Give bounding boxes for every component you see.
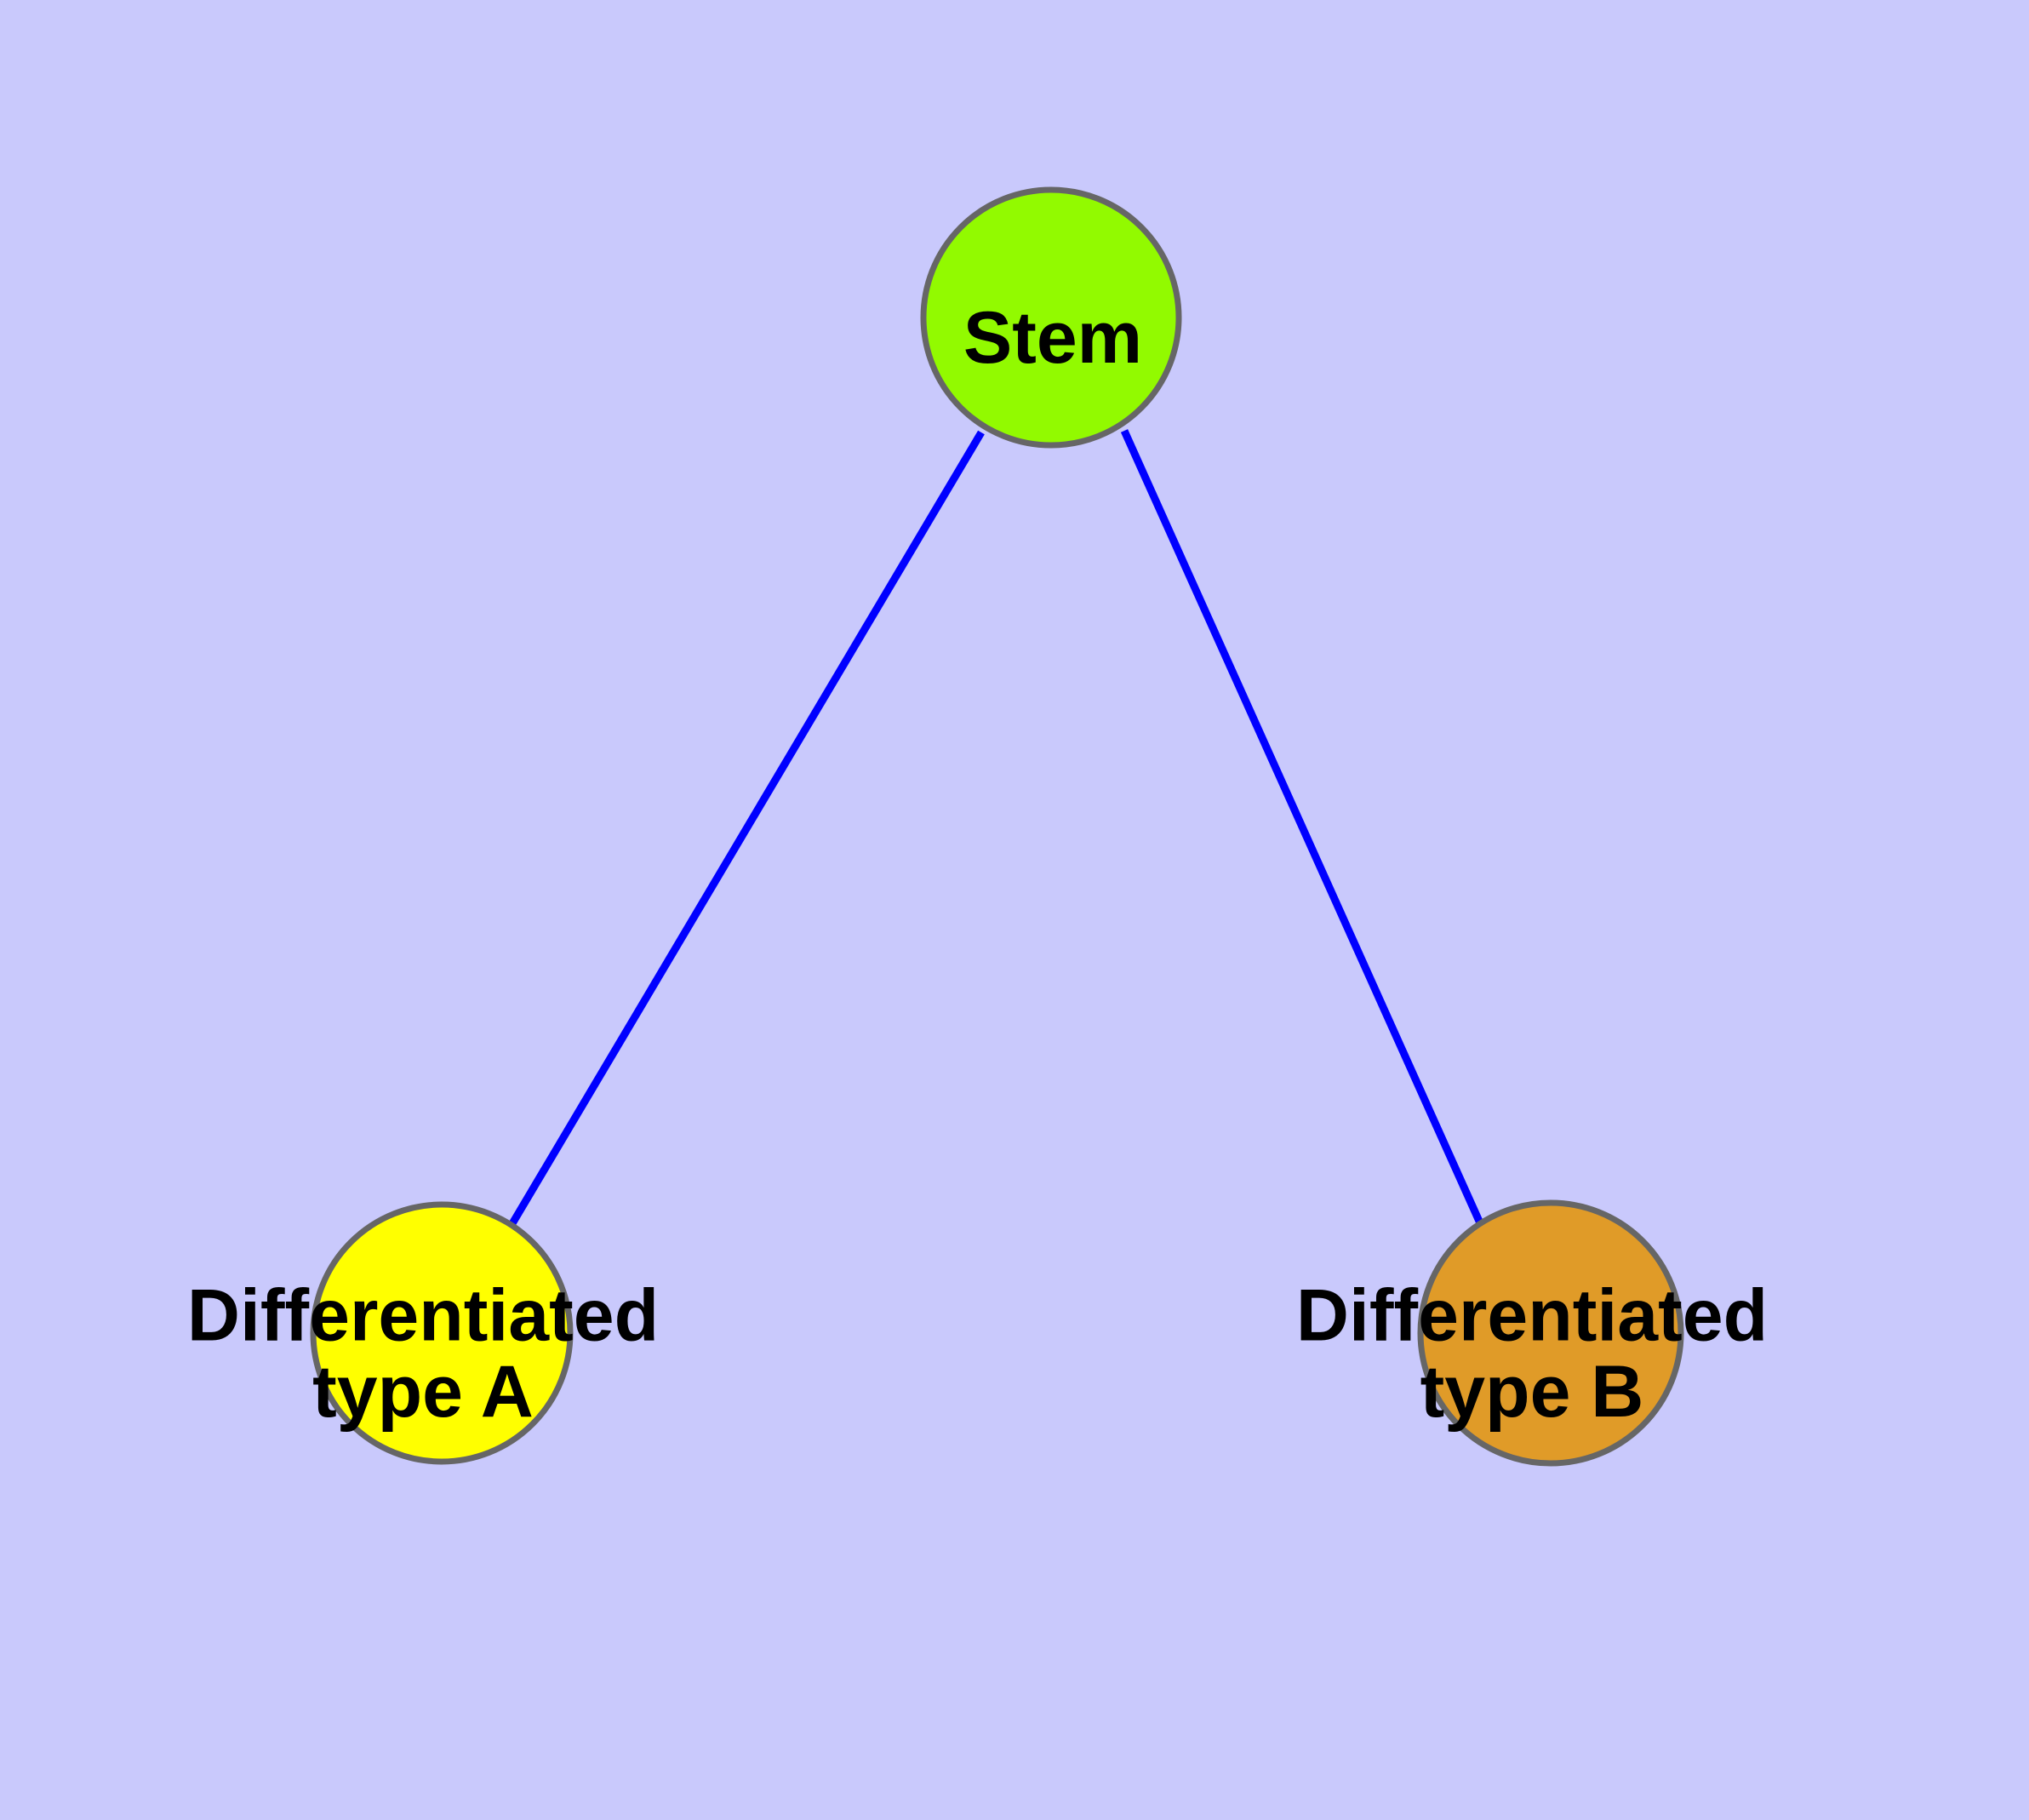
node-label-line: type B	[1420, 1351, 1644, 1433]
graph-node-diff-a[interactable]	[310, 1201, 574, 1465]
node-label-line: Stem	[963, 297, 1142, 379]
node-label-line: type A	[312, 1351, 534, 1433]
nodes-layer	[310, 186, 1684, 1467]
graph-edge-stem-to-diff-b[interactable]	[1120, 429, 1485, 1227]
graph-node-label-stem: Stem	[963, 297, 1142, 379]
node-label-line: Differentiated	[187, 1274, 659, 1356]
graph-node-diff-b[interactable]	[1417, 1199, 1684, 1467]
edges-layer	[508, 429, 1485, 1228]
graph-node-stem[interactable]	[920, 186, 1182, 449]
node-label-line: Differentiated	[1296, 1274, 1768, 1356]
graph-edge-stem-to-diff-a[interactable]	[508, 430, 985, 1228]
